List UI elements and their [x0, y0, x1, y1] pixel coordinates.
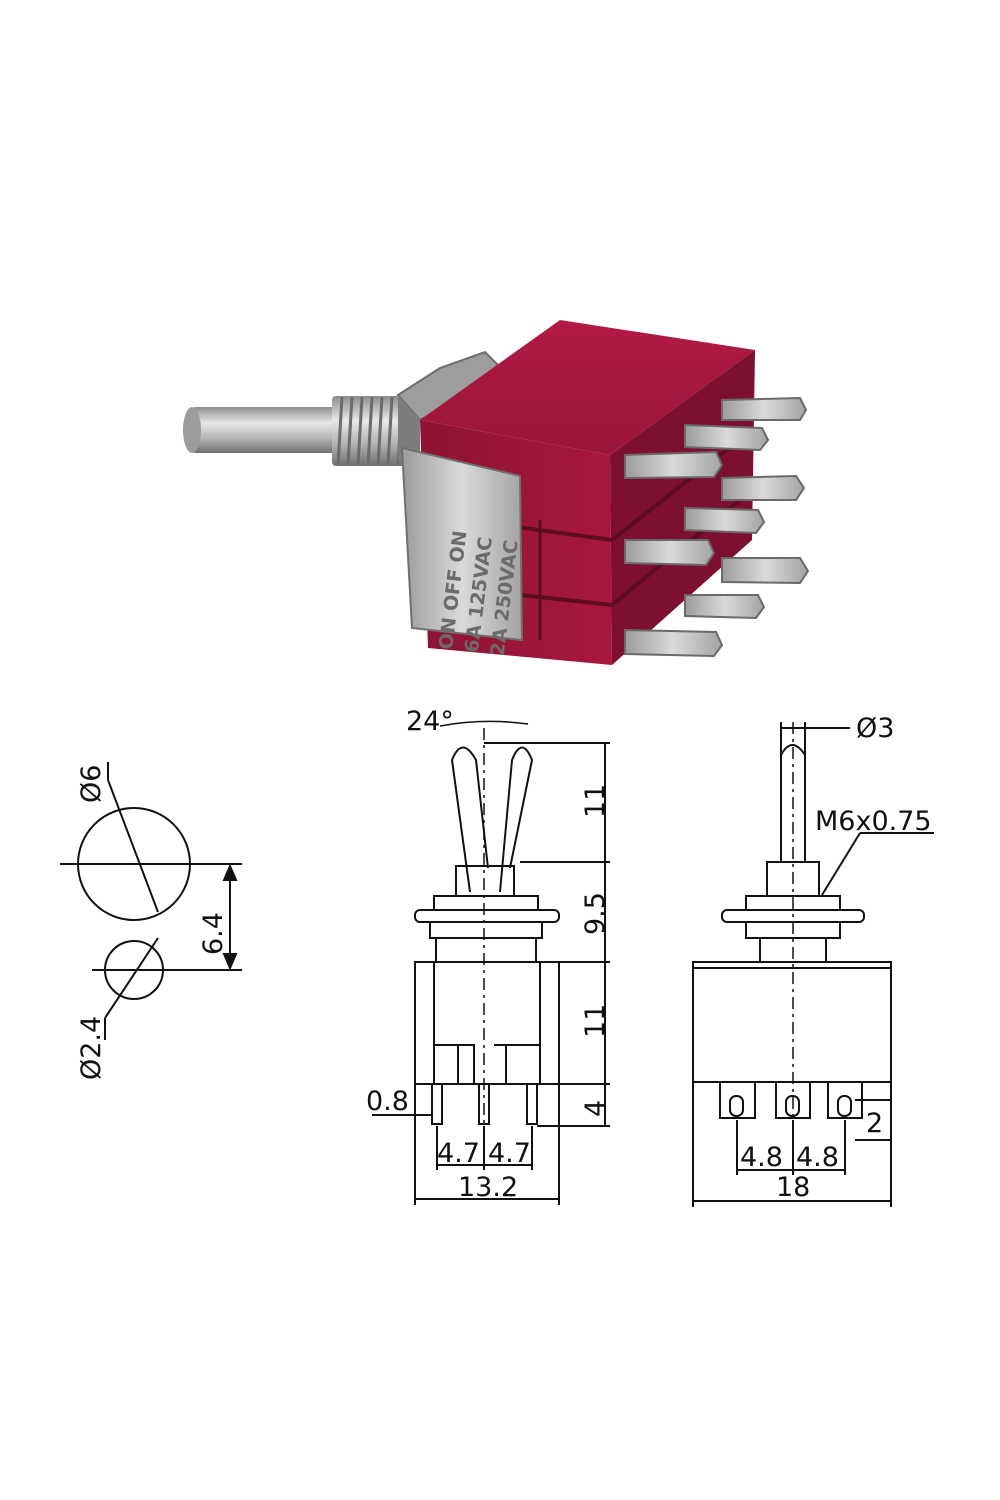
dim-lever-angle: 24° — [406, 706, 454, 737]
terminal — [721, 557, 810, 585]
dim-mount-hole-small: Ø2.4 — [76, 1016, 107, 1080]
dim-mount-hole-large: Ø6 — [76, 765, 107, 803]
threaded-bushing — [332, 396, 412, 466]
dim-hole-spacing: 6.4 — [198, 912, 229, 955]
lever — [190, 407, 340, 453]
terminals — [624, 396, 810, 658]
dim-body-width-front: 18 — [776, 1172, 810, 1203]
side-view-drawing — [372, 720, 610, 1205]
dim-lever-length: 11 — [580, 784, 611, 818]
terminal — [624, 450, 724, 480]
terminal — [684, 423, 770, 452]
dim-terminal-thickness: 0.8 — [366, 1086, 409, 1117]
housing-top — [420, 320, 755, 455]
dim-body-width-side: 13.2 — [458, 1172, 518, 1203]
dim-pitch-front-1: 4.8 — [740, 1142, 783, 1173]
dim-pitch-left-2: 4.7 — [488, 1138, 531, 1169]
terminal — [684, 594, 766, 620]
dim-thread-spec: M6x0.75 — [815, 806, 932, 837]
terminal — [684, 506, 766, 535]
terminal — [721, 396, 808, 421]
front-view-drawing — [692, 722, 934, 1207]
terminal — [624, 539, 716, 567]
dim-terminal-slot: 2 — [866, 1108, 883, 1139]
mount-hole-drawing — [60, 762, 242, 1040]
dim-bushing-height: 9.5 — [580, 892, 611, 935]
dim-pitch-left-1: 4.7 — [437, 1138, 480, 1169]
dim-body-height: 11 — [580, 1004, 611, 1038]
terminal — [721, 474, 806, 501]
switch-photo: ON OFF ON 6A 125VAC 2A 250VAC — [183, 320, 810, 665]
label-text: ON OFF ON 6A 125VAC 2A 250VAC — [435, 529, 523, 657]
lever-tip — [183, 407, 201, 453]
dim-lever-diameter: Ø3 — [856, 713, 894, 744]
dim-terminal-length: 4 — [580, 1100, 611, 1117]
label-plate — [400, 446, 524, 642]
terminal — [624, 628, 724, 658]
dim-pitch-front-2: 4.8 — [796, 1142, 839, 1173]
